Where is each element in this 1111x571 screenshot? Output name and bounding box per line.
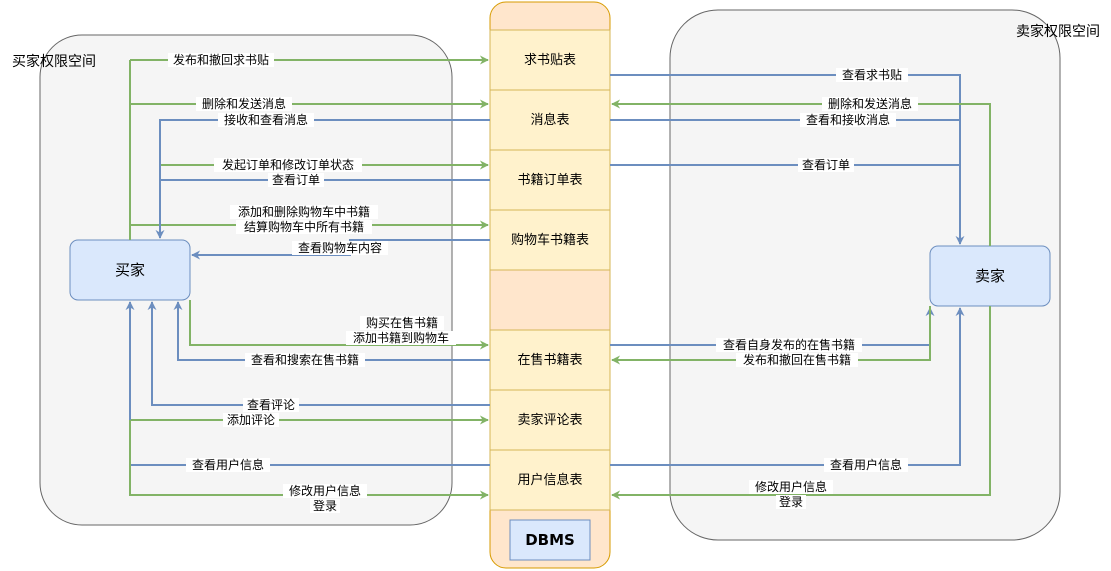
flow-seller-view-request <box>610 74 965 245</box>
table-cell-8 <box>489 449 611 511</box>
label-buyer-buy-book: 购买在售书籍 <box>366 315 438 330</box>
table-request-posts: 求书贴表 <box>524 53 576 68</box>
label-buyer-add-comment: 添加评论 <box>227 413 275 427</box>
label-seller-modify-user: 修改用户信息 <box>755 479 827 494</box>
table-seller-comments: 卖家评论表 <box>517 412 582 428</box>
flow-labels: 发布和撤回求书贴 删除和发送消息 接收和查看消息 发起订单和修改订单状态 查看订… <box>168 52 918 513</box>
flow-buyer-view-comment <box>147 301 490 406</box>
flow-buyer-receive-msg <box>155 119 490 239</box>
label-seller-post-books: 发布和撤回在售书籍 <box>743 352 851 367</box>
label-buyer-cart-view: 查看购物车内容 <box>298 240 382 255</box>
label-seller-login: 登录 <box>779 494 803 509</box>
table-books-on-sale: 在售书籍表 <box>517 352 582 368</box>
label-seller-view-user: 查看用户信息 <box>830 457 902 472</box>
label-buyer-order-modify: 发起订单和修改订单状态 <box>222 157 354 172</box>
seller-actor-label: 卖家 <box>975 267 1005 285</box>
table-cell-1 <box>489 29 611 91</box>
label-buyer-login: 登录 <box>313 498 337 513</box>
table-messages: 消息表 <box>530 112 569 128</box>
label-buyer-receive-msg: 接收和查看消息 <box>224 112 308 127</box>
label-buyer-delete-send-msg: 删除和发送消息 <box>202 96 286 111</box>
label-seller-delete-send-msg: 删除和发送消息 <box>828 96 912 111</box>
dbms-box <box>509 519 591 561</box>
label-seller-view-order: 查看订单 <box>802 158 850 172</box>
buyer-space-region <box>39 34 453 526</box>
table-book-orders: 书籍订单表 <box>517 172 582 188</box>
label-buyer-view-order: 查看订单 <box>272 173 320 187</box>
flow-buyer-search-books <box>173 301 490 361</box>
label-buyer-modify-user: 修改用户信息 <box>289 483 361 498</box>
label-buyer-view-user: 查看用户信息 <box>192 457 264 472</box>
table-cart-books: 购物车书籍表 <box>511 232 589 248</box>
buyer-actor-label: 买家 <box>115 261 145 279</box>
label-buyer-view-comment: 查看评论 <box>247 398 295 412</box>
label-buyer-post-request: 发布和撤回求书贴 <box>173 52 269 67</box>
flow-seller-delete-send-msg <box>611 99 991 246</box>
flow-seller-post-books <box>611 306 931 365</box>
flow-seller-modify-user <box>611 306 991 500</box>
label-buyer-search-books: 查看和搜索在售书籍 <box>251 352 359 367</box>
seller-space-label: 卖家权限空间 <box>1016 23 1100 40</box>
label-buyer-cart-checkout: 结算购物车中所有书籍 <box>244 219 364 234</box>
seller-space-region <box>669 9 1061 541</box>
label-buyer-add-to-cart: 添加书籍到购物车 <box>353 330 449 345</box>
buyer-space-label: 买家权限空间 <box>12 53 96 70</box>
label-buyer-cart-add-delete: 添加和删除购物车中书籍 <box>238 204 370 219</box>
table-user-info: 用户信息表 <box>517 472 582 488</box>
label-seller-view-request: 查看求书贴 <box>842 68 902 82</box>
table-cell-5 <box>489 269 611 331</box>
flow-buyer-modify-user <box>129 420 489 500</box>
dbms-label: DBMS <box>525 531 575 549</box>
table-cell-7 <box>489 389 611 451</box>
flow-seller-view-user <box>610 307 965 466</box>
label-seller-view-own-books: 查看自身发布的在售书籍 <box>723 337 855 352</box>
label-seller-view-receive-msg: 查看和接收消息 <box>806 112 890 127</box>
